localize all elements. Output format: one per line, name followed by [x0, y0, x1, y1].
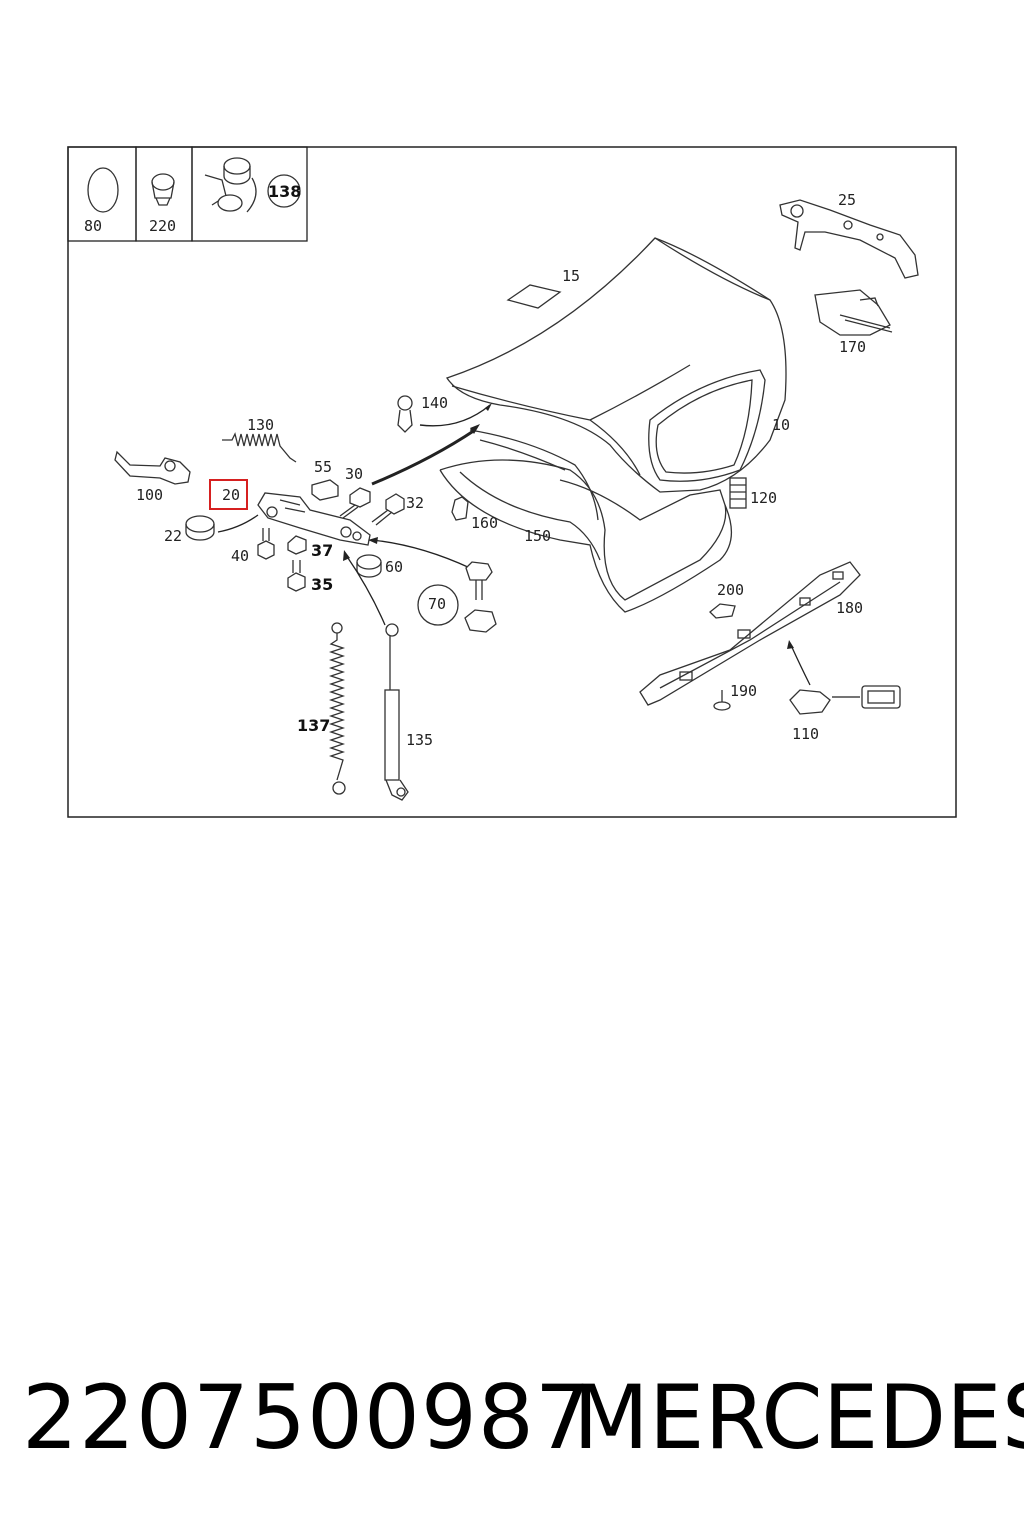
callout-190: 190 — [730, 682, 757, 700]
gas-strut-135 — [384, 623, 409, 801]
washer-37 — [287, 535, 307, 555]
inset-label-138: 138 — [268, 182, 301, 201]
screw-190 — [713, 690, 731, 711]
callout-32: 32 — [406, 494, 424, 512]
trunk-lid-10 — [445, 237, 787, 493]
lock-170 — [814, 289, 893, 336]
callout-10: 10 — [772, 416, 790, 434]
spring-137 — [328, 622, 346, 795]
callout-25: 25 — [838, 191, 856, 209]
callout-22: 22 — [164, 527, 182, 545]
highlight-box-20 — [209, 479, 248, 510]
lamp-110 — [787, 640, 901, 715]
arrow-140 — [419, 404, 491, 427]
spring-130 — [222, 432, 297, 463]
clip-70 — [417, 561, 497, 633]
callout-130: 130 — [247, 416, 274, 434]
callout-200: 200 — [717, 581, 744, 599]
inner-panel-150 — [439, 429, 732, 613]
handle-140 — [397, 395, 413, 433]
callout-135: 135 — [406, 731, 433, 749]
callout-60: 60 — [385, 558, 403, 576]
bolt-40 — [257, 528, 275, 560]
callout-180: 180 — [836, 599, 863, 617]
bracket-200 — [709, 603, 736, 619]
callout-40: 40 — [231, 547, 249, 565]
inset-label-80: 80 — [84, 217, 102, 235]
callout-137: 137 — [297, 716, 330, 735]
inset-panel: 80 220 138 — [67, 146, 308, 242]
callout-35: 35 — [311, 575, 333, 594]
part-number: 2207500987 — [22, 1366, 592, 1469]
nut-22 — [185, 515, 215, 541]
rail-180 — [639, 561, 861, 706]
brand-name: MERCEDES — [573, 1366, 1024, 1469]
block-55 — [311, 479, 339, 501]
bolt-30 — [339, 487, 371, 519]
callout-55: 55 — [314, 458, 332, 476]
arrow-30-to-lid — [371, 428, 476, 486]
callout-100: 100 — [136, 486, 163, 504]
sticker-15 — [506, 284, 562, 309]
callout-160: 160 — [471, 514, 498, 532]
latch-25 — [779, 199, 919, 279]
grommet-80-icon — [87, 167, 119, 213]
callout-37: 37 — [311, 541, 333, 560]
inset-label-220: 220 — [149, 217, 176, 235]
callout-labels: 10 15 20 22 25 30 32 35 37 40 55 60 70 1… — [136, 191, 866, 749]
plug-220-icon — [151, 173, 175, 206]
hinge-100 — [114, 450, 191, 485]
callout-110: 110 — [792, 725, 819, 743]
diagram-frame — [67, 146, 957, 818]
callout-170: 170 — [839, 338, 866, 356]
bump-stop-120 — [729, 477, 747, 509]
bushing-138-icon — [204, 157, 301, 213]
clip-160 — [451, 496, 469, 521]
callout-140: 140 — [421, 394, 448, 412]
hinge-20 — [257, 492, 371, 546]
callout-20: 20 — [222, 486, 240, 504]
callout-30: 30 — [345, 465, 363, 483]
bolt-32 — [371, 493, 405, 526]
callout-120: 120 — [750, 489, 777, 507]
callout-70: 70 — [428, 595, 446, 613]
nut-60 — [356, 554, 382, 578]
bolt-35 — [287, 560, 306, 592]
callout-15: 15 — [562, 267, 580, 285]
callout-150: 150 — [524, 527, 551, 545]
